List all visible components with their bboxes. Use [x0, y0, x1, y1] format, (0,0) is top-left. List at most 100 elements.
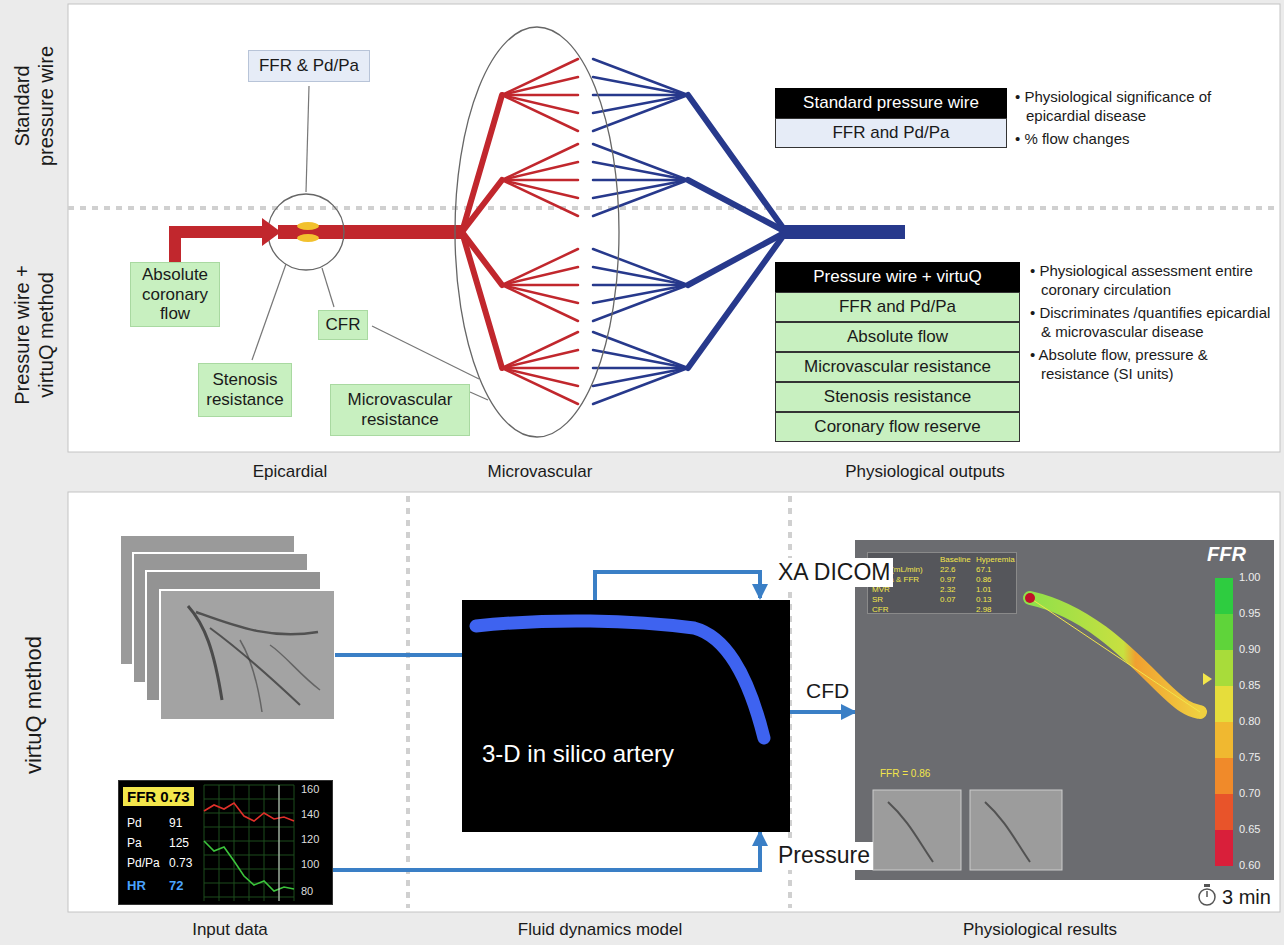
node-text: 91: [169, 817, 182, 831]
angiogram-thumbnail: [970, 790, 1062, 870]
artery-result: [1030, 598, 1200, 712]
scale-band: [1215, 794, 1233, 830]
caption-label: Physiological outputs: [795, 461, 1055, 482]
vein-trunk: [784, 225, 905, 239]
node-text: Coronary flow reserve: [814, 417, 980, 437]
node-text: 0.07: [940, 595, 956, 604]
caption-label: 3 min: [1222, 885, 1271, 910]
vessel-branch: [593, 77, 688, 95]
node-text: 3-D in silico artery: [482, 740, 674, 768]
vessel-branch: [502, 95, 578, 113]
caption-label: XA DICOM: [775, 558, 893, 587]
drawing-part: [1199, 889, 1215, 905]
drawing-part: [204, 855, 294, 856]
value-pointer: [1203, 673, 1212, 685]
leader-line: [306, 86, 309, 192]
vessel-branch: [502, 350, 578, 368]
vessel-branch: [593, 94, 688, 97]
vessel-branch: [593, 180, 688, 198]
vessel-branch: [502, 95, 578, 131]
vessel-branch: [502, 77, 578, 95]
node-text: 1.00: [1239, 571, 1260, 584]
divider-line: [406, 496, 410, 908]
angiogram-vessel: [985, 802, 1030, 862]
node-text: Stenosis resistance: [824, 387, 971, 407]
node-text: 0.90: [1239, 643, 1260, 656]
plaque: [297, 234, 319, 242]
bullet-note: • Physiological significance of epicardi…: [1015, 88, 1277, 126]
node-text: Stenosis resistance: [204, 370, 286, 409]
drawing-part: [210, 628, 300, 705]
scale-band: [1215, 830, 1233, 866]
drawing-part: [204, 883, 294, 884]
node-text: FFR: [1207, 544, 1246, 564]
drawing-part: [204, 785, 205, 901]
table-row: FFR and Pd/Pa: [775, 292, 1020, 322]
drawing-part: [204, 785, 294, 786]
node-text: Pressure wire + virtuQ: [813, 267, 982, 287]
caption-label: Fluid dynamics model: [470, 919, 730, 940]
panel-title: virtuQ method: [21, 595, 47, 815]
vessel-branch: [502, 332, 578, 368]
panel-title: Standard pressure wire: [10, 31, 58, 181]
node-text: Pd/Pa: [127, 857, 160, 871]
node-text: Microvascular resistance: [336, 390, 464, 429]
vessel-branch: [688, 232, 786, 368]
connector-label: Pressure: [775, 842, 873, 870]
node-text: 160: [301, 783, 319, 796]
node-text: 0.65: [1239, 823, 1260, 836]
monitor-graph: [204, 785, 294, 901]
drawing-part: [264, 785, 265, 901]
model-panel: 3-D in silico artery: [462, 600, 790, 832]
drawing-part: [204, 799, 294, 800]
caption-label: Epicardial: [190, 461, 390, 482]
node-text: 100: [301, 858, 319, 871]
drawing-part: [249, 785, 250, 901]
parameter-box: Microvascular resistance: [330, 384, 470, 436]
vessel-branch: [593, 59, 688, 95]
node-text: FFR = 0.86: [880, 768, 930, 780]
scale-band: [1215, 722, 1233, 758]
node-text: 72: [169, 879, 183, 894]
drawing-part: [204, 841, 294, 842]
leader-line: [322, 268, 334, 307]
node-text: FFR and Pd/Pa: [832, 123, 949, 143]
drawing-part: [204, 869, 294, 870]
node-text: Microvascular resistance: [804, 357, 991, 377]
node-text: Standard pressure wire: [803, 93, 979, 113]
vessel-branch: [502, 267, 578, 285]
flow-connector: [790, 710, 855, 714]
caption-label: Physiological results: [910, 919, 1170, 940]
vessel-branch: [593, 285, 688, 321]
caption-label: Microvascular: [440, 461, 640, 482]
vessel-branch: [502, 249, 578, 285]
leader-line: [252, 264, 286, 360]
node-text: 0.97: [940, 575, 956, 584]
angiogram-thumbnail: [873, 790, 961, 870]
scale-band: [1215, 614, 1233, 650]
vessel-branch: [502, 180, 578, 216]
node-text: 0.60: [1239, 859, 1260, 872]
vessel-branch: [502, 368, 578, 404]
vessel-branch: [462, 232, 502, 368]
vessel-branch: [688, 180, 786, 232]
node-text: 0.80: [1239, 715, 1260, 728]
node-text: 140: [301, 808, 319, 821]
vessel-branch: [502, 179, 578, 182]
node-text: Absolute coronary flow: [136, 265, 214, 324]
vessel-branch: [462, 180, 502, 232]
drawing-part: [160, 590, 335, 720]
node-text: 22.6: [940, 565, 956, 574]
vessel-branch: [502, 285, 578, 321]
drawing-part: [204, 827, 294, 828]
divider-line: [68, 206, 1280, 210]
vessel-branch: [688, 232, 786, 285]
vessel-branch: [502, 94, 578, 97]
bullet-note: • Physiological assessment entire corona…: [1030, 262, 1278, 300]
drawing-part: [279, 785, 280, 901]
drawing-part: [204, 813, 294, 814]
drawing-part: [204, 841, 294, 891]
artery-model: [476, 621, 764, 738]
node-text: CFR: [326, 315, 361, 335]
